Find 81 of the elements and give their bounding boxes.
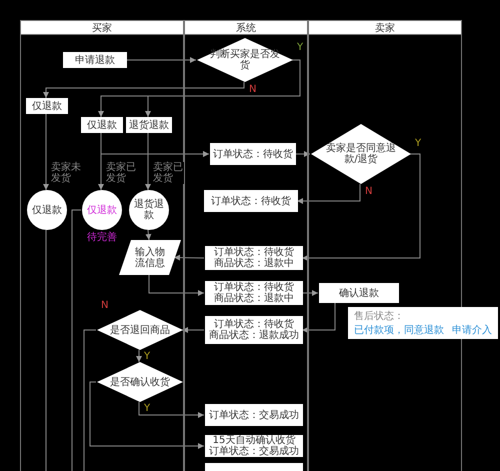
edge-label: Y	[143, 403, 152, 414]
arrow	[294, 151, 310, 157]
edge-label: Y	[143, 351, 152, 362]
box-text: 申请退款	[75, 54, 115, 66]
edge-label: 卖家未发货	[50, 162, 82, 184]
shape-text: 仅退款	[32, 204, 62, 216]
decision-diamond	[97, 310, 183, 350]
box-text: 退货退款	[129, 120, 169, 130]
arrow	[145, 230, 152, 240]
lane-header: 系统	[184, 20, 308, 35]
shape-text: 是否退回商品	[110, 324, 170, 336]
arrow	[302, 290, 318, 296]
decision-diamond	[97, 362, 183, 402]
process-box	[319, 283, 399, 303]
connector-line	[72, 210, 82, 471]
note-text: 待完善	[87, 232, 117, 243]
input-parallelogram	[119, 240, 181, 275]
note-text: 申请介入	[452, 324, 492, 336]
connector-line	[84, 330, 96, 471]
arrow	[136, 350, 142, 362]
tooltip-note	[348, 307, 498, 339]
shape-text: 输入物流信息	[134, 246, 166, 268]
shape-text: 判断买家是否发货	[209, 49, 281, 71]
box-text: 订单状态：交易成功	[209, 446, 299, 457]
edge-label: 卖家已发货	[152, 162, 184, 184]
arrow	[296, 184, 360, 204]
arrow	[148, 274, 204, 296]
process-box	[205, 435, 303, 457]
note-text: 已付款项，同意退款	[354, 324, 444, 336]
process-box	[204, 190, 298, 212]
arrow	[90, 382, 204, 449]
box-text: 订单状态：待收货	[211, 196, 291, 206]
state-circle	[27, 190, 67, 230]
edge-label: Y	[414, 138, 422, 149]
lane-header: 买家	[20, 20, 184, 35]
box-text: 订单状态：待收货	[214, 247, 294, 258]
box-text: 订单状态：待收货	[213, 148, 293, 160]
shape-text: 卖家是否同意退款/退货	[325, 143, 397, 165]
arrow	[145, 132, 151, 190]
box-text: 订单状态：待收货	[214, 319, 294, 330]
edge-label: Y	[296, 42, 304, 53]
box-text: 商品状态：退款中	[214, 293, 294, 304]
arrow	[126, 57, 196, 63]
note-text: 售后状态：	[354, 310, 404, 322]
arrow	[43, 114, 49, 190]
box-text: 订单状态：待收货	[214, 282, 294, 293]
arrow	[174, 254, 204, 261]
process-box	[81, 117, 123, 133]
arrow	[138, 402, 204, 418]
lane-header: 卖家	[308, 20, 462, 35]
box-text: 仅退款	[87, 120, 117, 130]
process-box	[205, 404, 303, 426]
box-text: 仅退款	[32, 100, 62, 112]
edge-label: N	[364, 186, 374, 197]
empty-box	[205, 463, 303, 471]
arrow	[302, 154, 420, 261]
box-text: 15天自动确认收货	[212, 435, 296, 446]
decision-diamond	[197, 38, 293, 82]
shape-text: 是否确认收货	[110, 376, 170, 388]
process-box	[205, 281, 303, 305]
box-text: 确认退款	[339, 288, 379, 298]
process-box	[26, 98, 68, 114]
arrow	[98, 132, 104, 190]
process-box	[205, 246, 303, 270]
process-box	[205, 316, 303, 344]
shape-text: 退货退款	[133, 199, 165, 221]
state-circle	[129, 190, 169, 230]
box-text: 商品状态：退款中	[214, 258, 294, 269]
arrow	[302, 302, 336, 333]
arrow	[43, 82, 244, 98]
edge-label: 卖家已发货	[105, 162, 137, 184]
box-text: 商品状态：退款成功	[209, 330, 299, 341]
decision-diamond	[311, 124, 411, 184]
edge-label: N	[248, 84, 258, 95]
swimlane	[184, 20, 308, 471]
box-text: 订单状态：交易成功	[209, 410, 299, 420]
edge-label: N	[100, 300, 110, 311]
process-box	[210, 143, 296, 165]
process-box	[63, 52, 127, 68]
shape-text: 仅退款	[87, 204, 117, 216]
process-box	[126, 117, 172, 133]
